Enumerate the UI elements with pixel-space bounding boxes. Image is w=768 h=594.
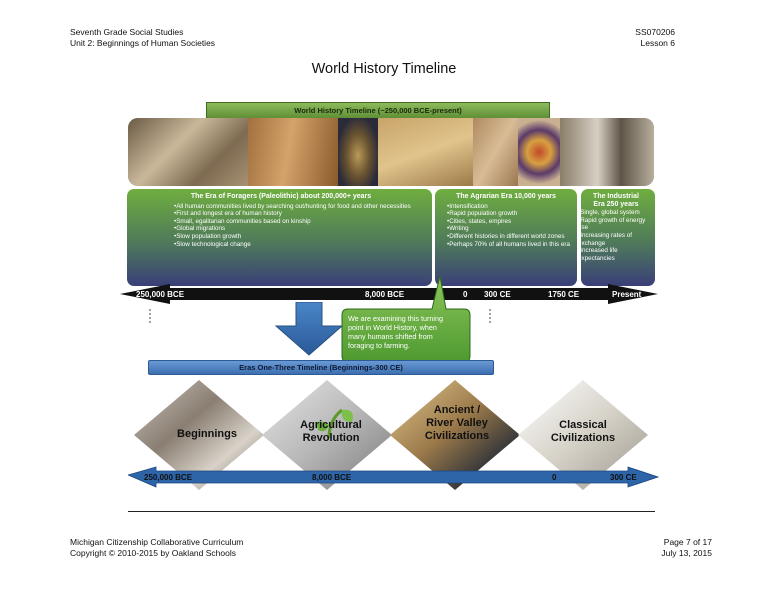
era-ruler-arrow [120,284,658,304]
beginnings-diamond [134,380,264,490]
industrial-era-box [581,189,655,286]
agrarian-bullet: •Different histories in different world … [447,232,565,240]
top-banner-label: World History Timeline (~250,000 BCE-pre… [294,106,462,115]
diamond-label-line: River Valley [426,417,488,429]
callout-line: We are examining this turning [348,314,443,323]
agrarian-era-heading: The Agrarian Era 10,000 years [456,193,556,200]
diamond-label-line: Classical [559,419,607,431]
foragers-bullet: •First and longest era of human history [174,210,282,218]
ruler-label: 250,000 BCE [136,290,185,299]
diamond-label-line: Ancient / [433,404,481,416]
mosaic-art-image [518,118,560,186]
ruler-label: 300 CE [484,290,511,299]
top-banner: World History Timeline (~250,000 BCE-pre… [206,102,550,119]
callout-line: point in World History, when [348,323,437,332]
mid-banner-label: Eras One-Three Timeline (Beginnings-300 … [239,363,403,372]
ruler-label: 1750 CE [548,290,580,299]
ruler-label: Present [612,290,642,299]
callout-text: We are examining this turning point in W… [348,314,470,350]
era-timeline-graphic [120,189,658,324]
river-valley-diamond [390,380,520,490]
foragers-bullet: •Slow population growth [174,232,242,240]
page-number: Page 7 of 17 [663,537,712,547]
foragers-illustration-image [128,118,248,186]
header-left: Seventh Grade Social Studies Unit 2: Beg… [70,27,215,48]
curriculum-name: Michigan Citizenship Collaborative Curri… [70,537,244,547]
course-name: Seventh Grade Social Studies [70,27,184,37]
industrial-bullet: •Increasing rates of exchange [578,231,633,247]
diamond-label-classical: Classical Civilizations [523,419,643,445]
agrarian-bullet: •Intensification [447,202,488,210]
image-strip [128,118,654,186]
callout-line: foraging to farming. [348,341,410,350]
diamond-label-agricultural: Agricultural Revolution [276,419,386,445]
industrial-era-text: The Industrial Era 250 years •Single, gl… [578,193,654,262]
eras-diamond-graphic [128,380,660,490]
diamond-label-line: Beginnings [177,428,237,440]
venus-figurine-image [338,118,378,186]
copyright: Copyright © 2010-2015 by Oakland Schools [70,547,236,558]
page-title: World History Timeline [311,61,457,77]
bottom-timeline-arrow [128,466,660,488]
agrarian-bullet: •Perhaps 70% of all humans lived in this… [447,240,570,248]
industrial-era-heading-1: The Industrial [593,193,639,200]
diamond-label-beginnings: Beginnings [148,428,266,441]
footer-left: Michigan Citizenship Collaborative Curri… [70,537,243,558]
seedling-icon [317,408,353,439]
footer-right: Page 7 of 17 July 13, 2015 [661,537,712,558]
foragers-bullet: •Global migrations [174,225,226,233]
foragers-bullet: •Slow technological change [174,240,251,248]
foragers-era-box [127,189,432,286]
foragers-bullet: •Small, egalitarian communities based on… [174,217,311,225]
classical-civilizations-diamond [518,380,648,490]
industrial-bullet: •Increased life expectancies [578,247,618,262]
bottom-axis-label: 0 [552,473,557,482]
agrarian-era-text: The Agrarian Era 10,000 years •Intensifi… [441,193,571,248]
diamond-label-line: Civilizations [550,432,616,444]
foragers-bullet: •All human communities lived by searchin… [174,202,411,210]
bottom-axis-label: 300 CE [610,473,637,482]
document-date: July 13, 2015 [661,547,712,558]
diamond-label-river-valley: Ancient / River Valley Civilizations [395,404,519,443]
agricultural-revolution-diamond [262,380,392,490]
cave-painting-image [248,118,338,186]
agrarian-bullet: •Rapid population growth [447,210,518,218]
agrarian-era-box [435,189,577,286]
historic-portrait-image [560,118,654,186]
course-code: SS070206 [635,27,675,37]
agrarian-bullet: •Cities, states, empires [447,217,512,225]
lesson-number: Lesson 6 [640,37,676,48]
ruler-label: 0 [463,290,468,299]
footer-divider [128,511,655,512]
foragers-era-text: The Era of Foragers (Paleolithic) about … [132,193,430,248]
industrial-bullet: •Rapid growth of energy use [578,216,646,232]
bottom-axis-label: 8,000 BCE [312,473,352,482]
agrarian-bullet: •Writing [447,225,469,233]
ancient-relief-image [473,118,518,186]
down-arrow-icon [274,302,344,356]
unit-name: Unit 2: Beginnings of Human Societies [70,37,216,48]
diamond-label-line: Revolution [302,432,360,444]
header-right: SS070206 Lesson 6 [635,27,675,48]
diamond-label-line: Agricultural [300,419,362,431]
industrial-bullet: •Single, global system [578,209,640,217]
callout-line: many humans shifted from [348,332,433,341]
mid-banner: Eras One-Three Timeline (Beginnings-300 … [148,360,494,375]
foragers-era-heading: The Era of Foragers (Paleolithic) about … [190,193,372,200]
bottom-axis-label: 250,000 BCE [144,473,193,482]
grain-field-image [378,118,473,186]
ruler-label: 8,000 BCE [365,290,405,299]
diamond-label-line: Civilizations [424,430,490,442]
industrial-era-heading-2: Era 250 years [593,200,639,208]
